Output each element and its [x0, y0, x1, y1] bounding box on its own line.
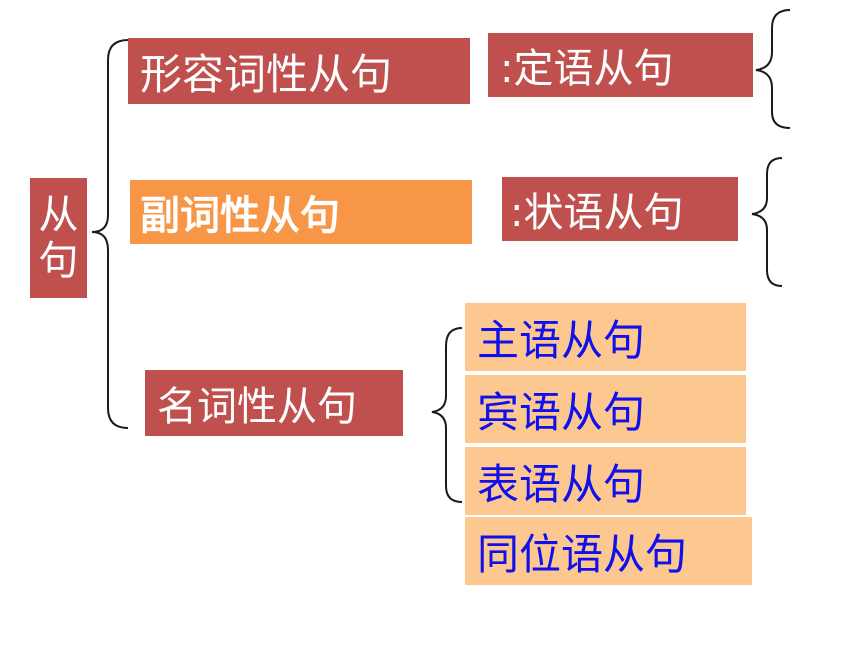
noun-clause-brace [431, 327, 463, 503]
attributive-clause-label: :定语从句 [500, 46, 674, 92]
root-label-line2: 句 [38, 238, 79, 284]
adjective-clause-box: 形容词性从句 [128, 38, 470, 104]
root-label: 从 句 [30, 178, 87, 298]
predicative-clause-box: 表语从句 [465, 447, 746, 515]
appositive-clause-box: 同位语从句 [465, 517, 752, 585]
adjective-clause-label: 形容词性从句 [140, 49, 393, 99]
main-brace [91, 39, 129, 429]
object-clause-box: 宾语从句 [465, 375, 746, 443]
appositive-clause-label: 同位语从句 [477, 529, 688, 579]
adverb-clause-box: 副词性从句 [130, 180, 472, 244]
noun-clause-box: 名词性从句 [145, 370, 403, 436]
predicative-clause-label: 表语从句 [477, 459, 646, 509]
noun-clause-label: 名词性从句 [157, 384, 357, 430]
attributive-clause-box: :定语从句 [488, 33, 753, 97]
object-clause-label: 宾语从句 [477, 387, 646, 437]
subject-clause-box: 主语从句 [465, 303, 746, 371]
adverb-clause-label: 副词性从句 [140, 193, 340, 239]
root-label-line1: 从 [38, 192, 79, 238]
adverb-clause-brace [751, 157, 783, 287]
subject-clause-label: 主语从句 [477, 315, 646, 365]
adjective-clause-brace [755, 9, 791, 129]
adverbial-clause-label: :状语从句 [510, 190, 684, 236]
adverbial-clause-box: :状语从句 [502, 177, 738, 241]
